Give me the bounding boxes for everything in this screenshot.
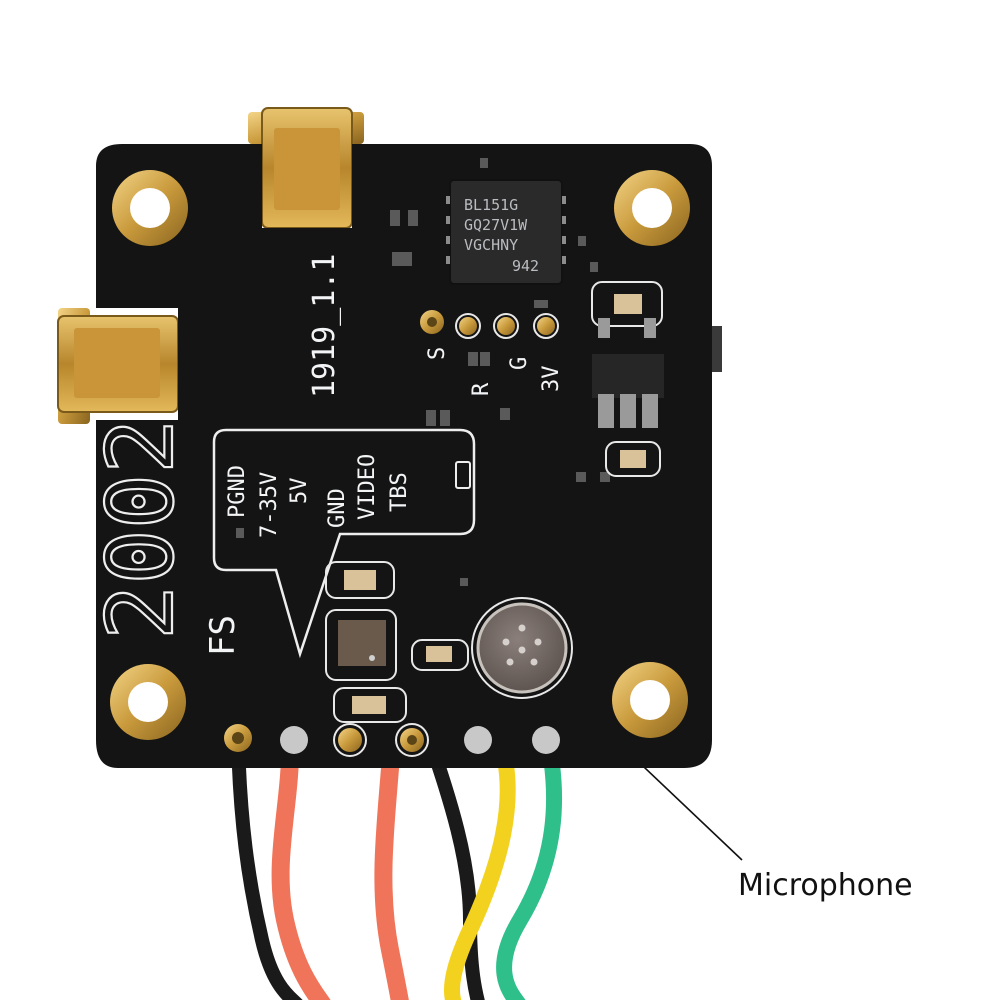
variant-label: FS [203,615,243,656]
wire-yellow [444,732,516,1004]
top-solder-pads: S R G 3V [420,310,564,396]
square-component [325,609,397,681]
capacitor-bottom [333,687,407,723]
bubble-corner-part [455,461,471,489]
pinout-bubble-outline [212,428,476,659]
antenna-connector-left [57,308,179,424]
pinout-gnd: GND [325,488,350,528]
pad-label-r: R [469,382,494,396]
mounting-holes [110,170,690,740]
smd-components [236,158,610,586]
wire-black-left [231,733,305,1004]
chip-marking-line-1: BL151G [464,196,518,214]
wire-green [496,732,563,1004]
model-label: 2002 [87,418,194,640]
chip-marking-line-2: GQ27V1W [464,216,528,234]
chip-marking-line-3: VGCHNY [464,236,518,254]
pinout-labels: PGND 7-35V 5V GND VIDEO TBS [225,454,412,538]
pad-label-3v: 3V [539,366,564,393]
wire-bundle [231,731,563,1004]
chip-marking-line-4: 942 [512,257,539,275]
pinout-5v: 5V [287,478,312,505]
microphone [471,597,573,699]
wire-black-right [423,733,486,1004]
pad-label-g: G [507,357,532,370]
regulator-group [591,281,664,477]
capacitor-mid [325,561,395,599]
pinout-7-35v: 7-35V [257,472,282,538]
pinout-video: VIDEO [355,454,380,520]
main-chip: BL151G GQ27V1W VGCHNY 942 [446,179,566,285]
pinout-tbs: TBS [387,472,412,512]
microphone-callout-label: Microphone [738,868,913,903]
pinout-pgnd: PGND [225,465,250,518]
wire-red-left [271,731,334,1004]
antenna-connector-top [248,107,364,229]
pad-label-s: S [425,347,450,360]
capacitor-near-mic [411,639,469,671]
side-switch [712,326,722,372]
wire-red-right [374,731,410,1004]
version-label: 1919_1.1 [307,254,342,399]
bottom-solder-pads [224,723,560,757]
